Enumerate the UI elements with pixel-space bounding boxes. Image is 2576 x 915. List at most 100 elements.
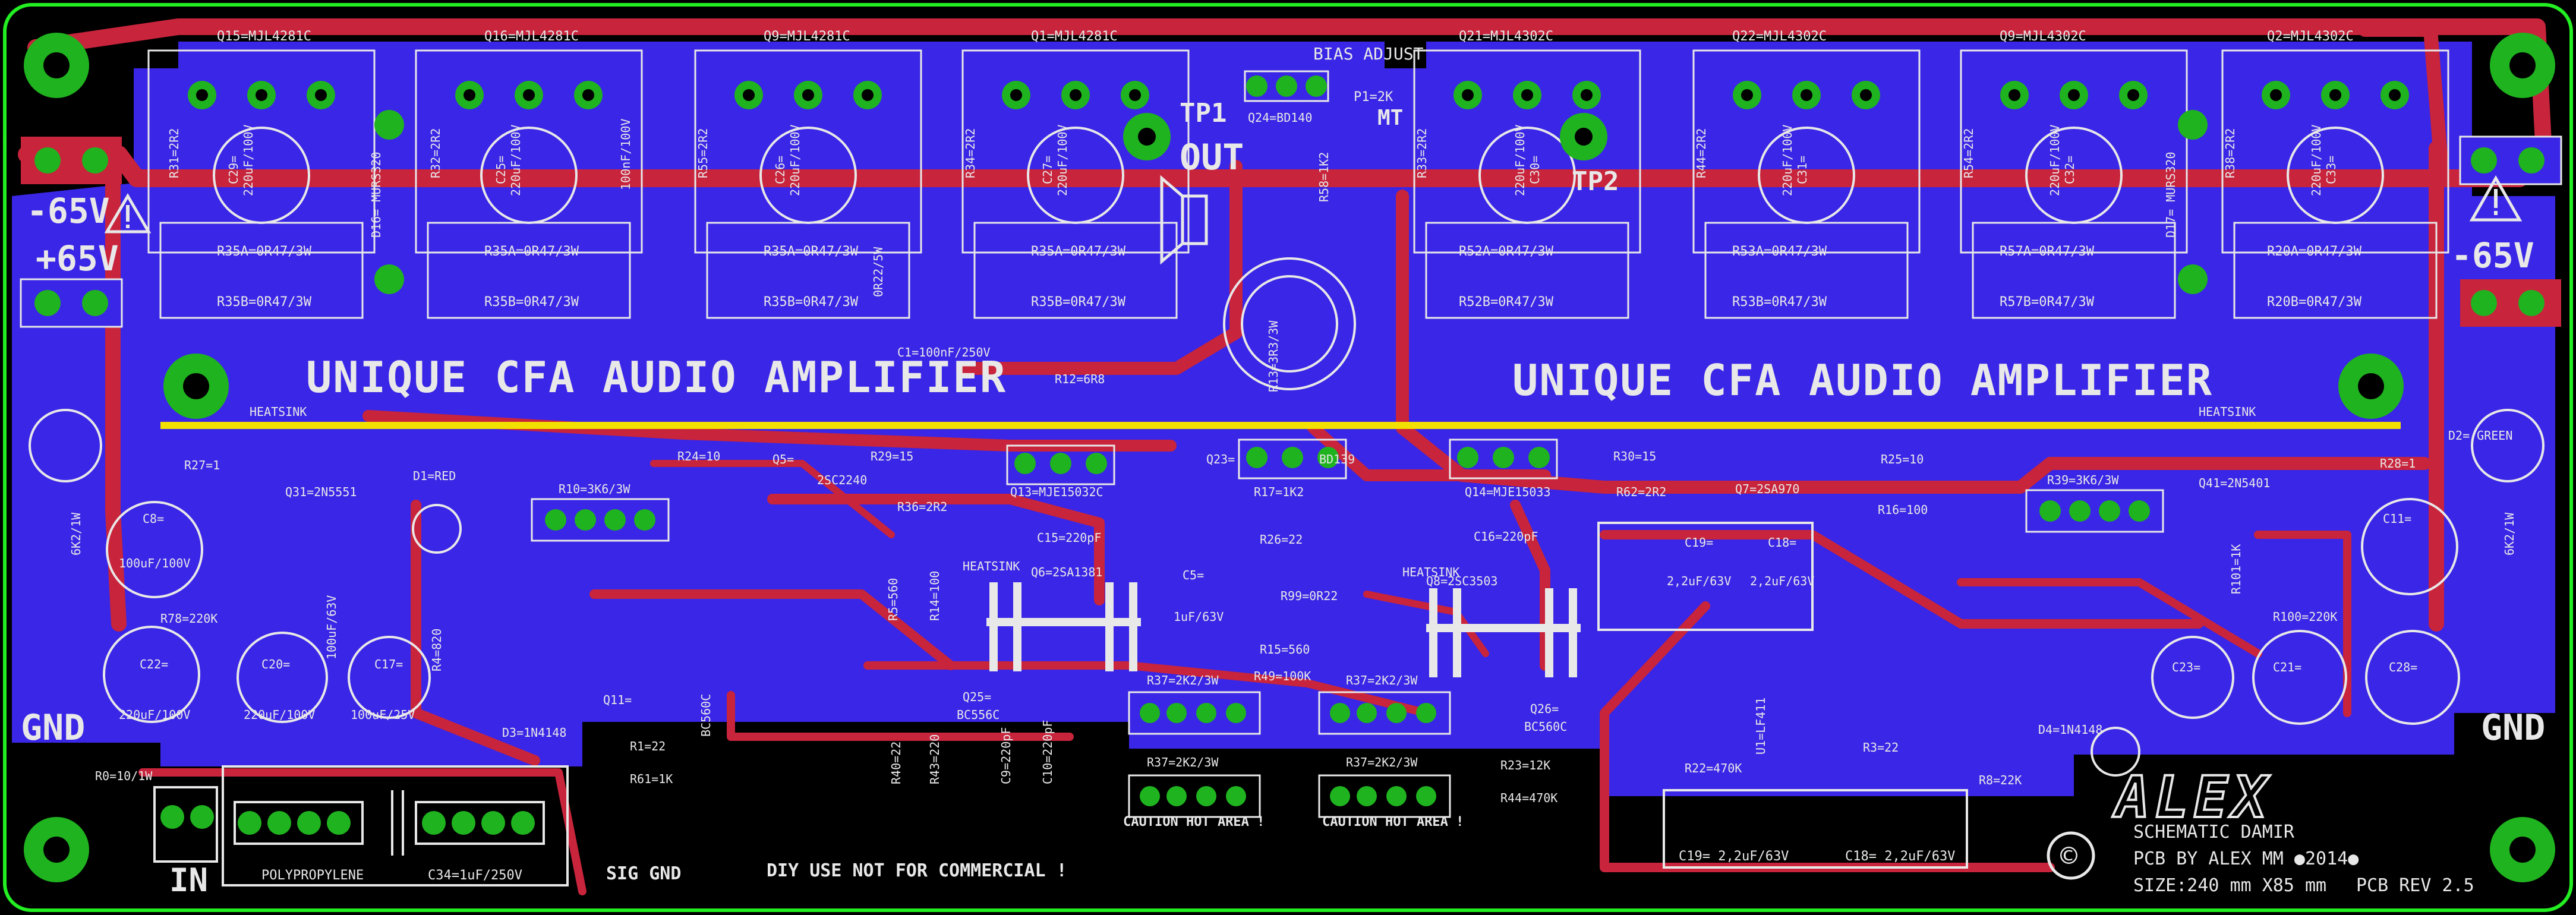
transistor-label: Q2=MJL4302C — [2267, 29, 2354, 44]
emitter-resistor: R57A=0R47/3W — [2000, 244, 2095, 259]
r0-label: R0=10/1W — [95, 769, 153, 783]
part-label: R99=0R22 — [1281, 589, 1338, 603]
part-label: 100nF/100V — [619, 119, 633, 190]
part-label: Q11= — [603, 693, 632, 707]
transistor-module — [961, 49, 1190, 319]
part-label: 2,2uF/63V — [1750, 574, 1814, 588]
part-label: C18= — [1768, 535, 1796, 550]
part-label: C9=220pF — [999, 727, 1013, 784]
part-label: C10=220pF — [1041, 720, 1055, 784]
part-label: R16=100 — [1878, 503, 1928, 517]
emitter-resistor: R52B=0R47/3W — [1459, 295, 1554, 310]
part-label: R25=10 — [1881, 452, 1924, 466]
part-label: R4=820 — [430, 629, 444, 671]
part-label: R1=22 — [630, 739, 666, 753]
heatsink-label: HEATSINK — [1402, 565, 1459, 579]
part-label: R22=470K — [1685, 761, 1742, 775]
base-resistor: R34=2R2 — [963, 128, 978, 178]
part-label: 220uF/100V — [119, 708, 190, 722]
part-label: U1=LF411 — [1754, 698, 1768, 755]
transistor-label: Q15=MJL4281C — [217, 29, 311, 44]
part-label: R49=100K — [1254, 669, 1311, 683]
emitter-resistor: R20B=0R47/3W — [2267, 295, 2362, 310]
part-label: Q13=MJE15032C — [1010, 485, 1103, 499]
part-label: R29=15 — [871, 449, 913, 463]
transistor-label: Q16=MJL4281C — [484, 29, 579, 44]
part-label: C19= — [1685, 535, 1713, 550]
board-outline — [3, 3, 2573, 912]
part-label: 220uF/100V — [244, 708, 315, 722]
pcb-credit: PCB BY ALEX MM ●2014● — [2133, 848, 2359, 869]
emitter-resistor: R53A=0R47/3W — [1732, 244, 1827, 259]
part-label: R12=6R8 — [1055, 372, 1105, 386]
mt-label: MT — [1377, 106, 1403, 130]
copyright-icon — [2047, 831, 2095, 880]
part-label: D2= GREEN — [2448, 428, 2512, 443]
sig-gnd-label: SIG GND — [606, 863, 681, 884]
part-label: BD139 — [1319, 452, 1355, 466]
part-label: R3=22 — [1863, 740, 1899, 755]
cap-label: C32= — [2063, 156, 2077, 184]
part-label: Q31=2N5551 — [285, 485, 357, 499]
polypropylene-label: POLYPROPYLENE — [261, 868, 364, 883]
part-label: R61=1K — [630, 772, 673, 786]
emitter-resistor: R35A=0R47/3W — [764, 244, 859, 259]
caution-right: CAUTION HOT AREA ! — [1322, 815, 1464, 829]
out-label: OUT — [1180, 137, 1244, 178]
heatsink-label: HEATSINK — [2199, 405, 2256, 419]
emitter-resistor: R53B=0R47/3W — [1732, 295, 1827, 310]
output-stage — [147, 49, 2449, 319]
base-resistor: R31=2R2 — [167, 128, 181, 178]
part-label: C5= — [1183, 568, 1204, 582]
transistor-module — [2221, 49, 2449, 319]
part-label: C22= — [140, 657, 168, 671]
part-label: R100=220K — [2273, 610, 2337, 624]
transistor-module — [1413, 49, 1641, 319]
emitter-resistor: R35B=0R47/3W — [1031, 295, 1126, 310]
warning-mark — [126, 189, 2498, 228]
part-label: C21= — [2273, 660, 2301, 674]
part-label: Q14=MJE15033 — [1465, 485, 1551, 499]
transistor-label: Q9=MJL4281C — [764, 29, 850, 44]
emitter-resistor: R35A=0R47/3W — [484, 244, 579, 259]
part-label: Q5= — [773, 452, 794, 466]
capacitors — [29, 257, 2545, 777]
input-section — [153, 522, 1968, 886]
rail-neg-left: -65V — [27, 191, 110, 231]
part-label: C1=100nF/250V — [897, 345, 991, 359]
part-label: R37=2K2/3W — [1147, 673, 1219, 687]
heatsink-line — [160, 422, 2401, 429]
transistor-label: Q21=MJL4302C — [1459, 29, 1553, 44]
transistor-module — [1960, 49, 2188, 319]
input-label: IN — [169, 862, 208, 899]
gnd-left: GND — [21, 707, 85, 749]
rail-pos-left: +65V — [36, 238, 119, 279]
c34-label: C34=1uF/250V — [428, 868, 522, 883]
transistor-label: Q9=MJL4302C — [2000, 29, 2086, 44]
title-left: UNIQUE CFA AUDIO AMPLIFIER — [306, 352, 1007, 402]
part-label: R17=1K2 — [1254, 485, 1304, 499]
part-label: D1=RED — [413, 469, 456, 483]
cap-label: C27= — [1041, 156, 1055, 184]
part-label: C28= — [2389, 660, 2417, 674]
title-right: UNIQUE CFA AUDIO AMPLIFIER — [1512, 355, 2213, 405]
part-label: D3=1N4148 — [502, 725, 566, 740]
cap-value: 220uF/100V — [509, 125, 523, 196]
cap-label: C33= — [2324, 156, 2338, 184]
part-label: R44=470K — [1500, 791, 1557, 805]
part-label: R30=15 — [1613, 449, 1656, 463]
cap-value: 220uF/100V — [241, 125, 256, 196]
part-label: 100uF/25V — [351, 708, 415, 722]
base-resistor: R32=2R2 — [428, 128, 443, 178]
cap-value: 220uF/100V — [788, 125, 802, 196]
emitter-resistor: R52A=0R47/3W — [1459, 244, 1554, 259]
rail-neg-right: -65V — [2451, 235, 2534, 276]
emitter-resistor: R35A=0R47/3W — [1031, 244, 1126, 259]
heatsink-label: HEATSINK — [250, 405, 307, 419]
part-label: R27=1 — [184, 458, 220, 472]
cap-value: 220uF/100V — [1780, 125, 1795, 196]
transistor-module — [1692, 49, 1921, 319]
cap-label: C30= — [1528, 156, 1542, 184]
part-label: R37=2K2/3W — [1147, 755, 1219, 769]
transistor-module — [694, 49, 922, 319]
